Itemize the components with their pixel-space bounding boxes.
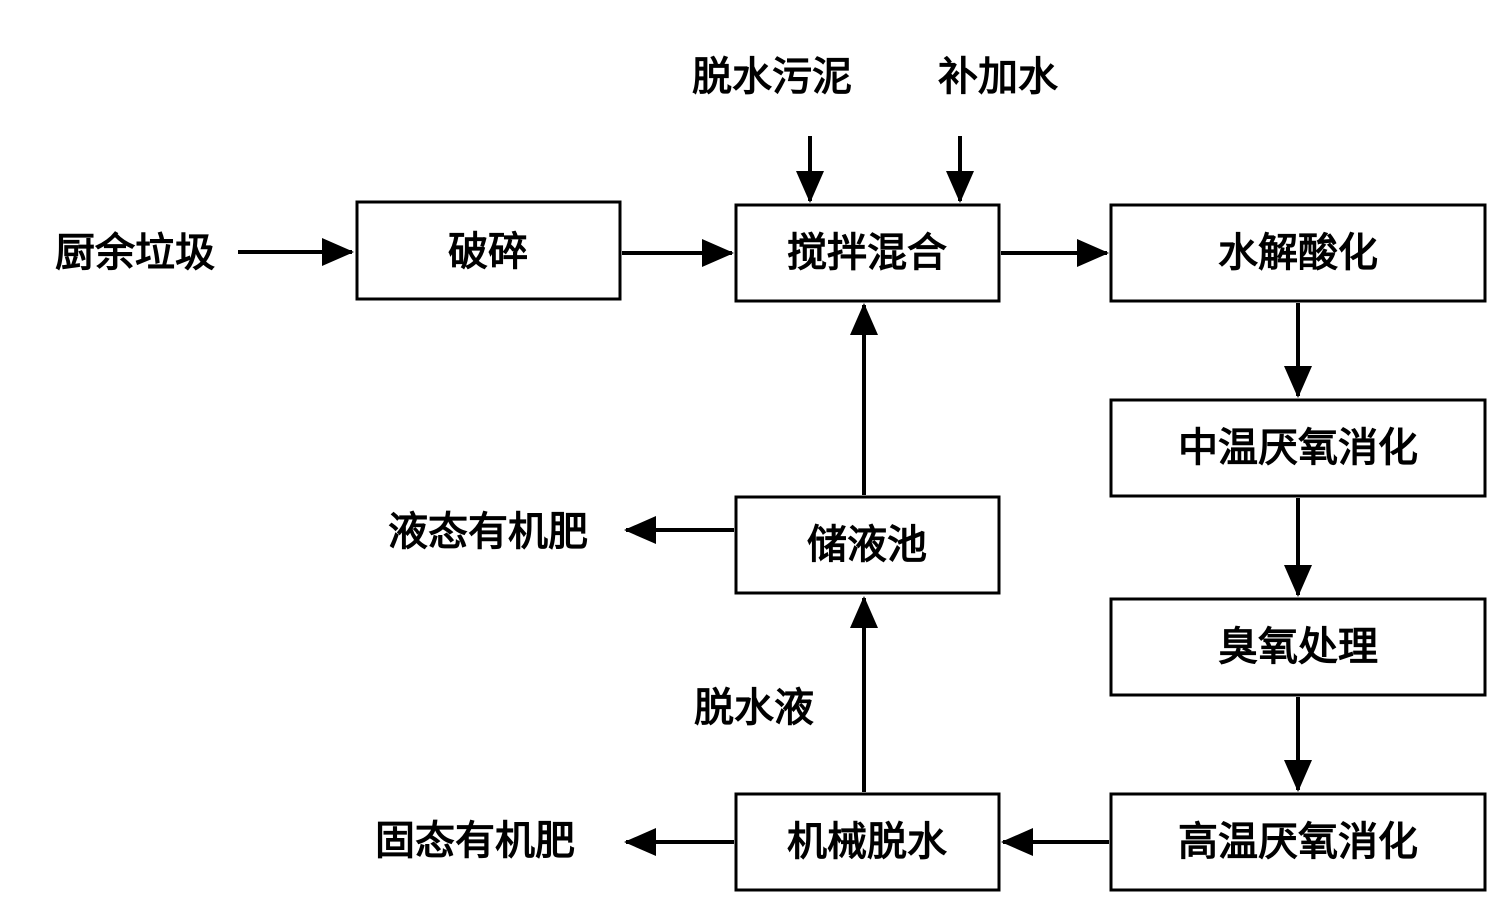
node-hydrolysis-label: 水解酸化 — [1218, 230, 1378, 276]
node-mesophilic: 中温厌氧消化 — [1109, 398, 1487, 498]
node-mixing-label: 搅拌混合 — [787, 230, 947, 276]
node-ozone-label: 臭氧处理 — [1218, 624, 1378, 670]
input-dewatered-sludge-label: 脱水污泥 — [692, 54, 852, 100]
node-dewatering-label: 机械脱水 — [787, 819, 948, 865]
node-crushing: 破碎 — [355, 200, 622, 301]
input-makeup-water-label: 补加水 — [938, 54, 1059, 100]
node-ozone: 臭氧处理 — [1109, 597, 1487, 697]
edge-label-dewatering-liquid: 脱水液 — [694, 685, 814, 731]
node-storage-tank: 储液池 — [734, 495, 1001, 595]
node-storage-tank-label: 储液池 — [807, 522, 927, 568]
node-hydrolysis: 水解酸化 — [1109, 203, 1487, 303]
node-thermophilic: 高温厌氧消化 — [1109, 792, 1487, 892]
output-solid-fertilizer-label: 固态有机肥 — [375, 818, 575, 864]
node-mesophilic-label: 中温厌氧消化 — [1178, 425, 1418, 471]
node-mixing: 搅拌混合 — [734, 203, 1001, 303]
node-crushing-label: 破碎 — [448, 229, 528, 275]
node-dewatering: 机械脱水 — [734, 792, 1001, 892]
node-thermophilic-label: 高温厌氧消化 — [1178, 819, 1418, 865]
input-kitchen-waste-label: 厨余垃圾 — [55, 230, 215, 276]
output-liquid-fertilizer-label: 液态有机肥 — [388, 509, 588, 555]
